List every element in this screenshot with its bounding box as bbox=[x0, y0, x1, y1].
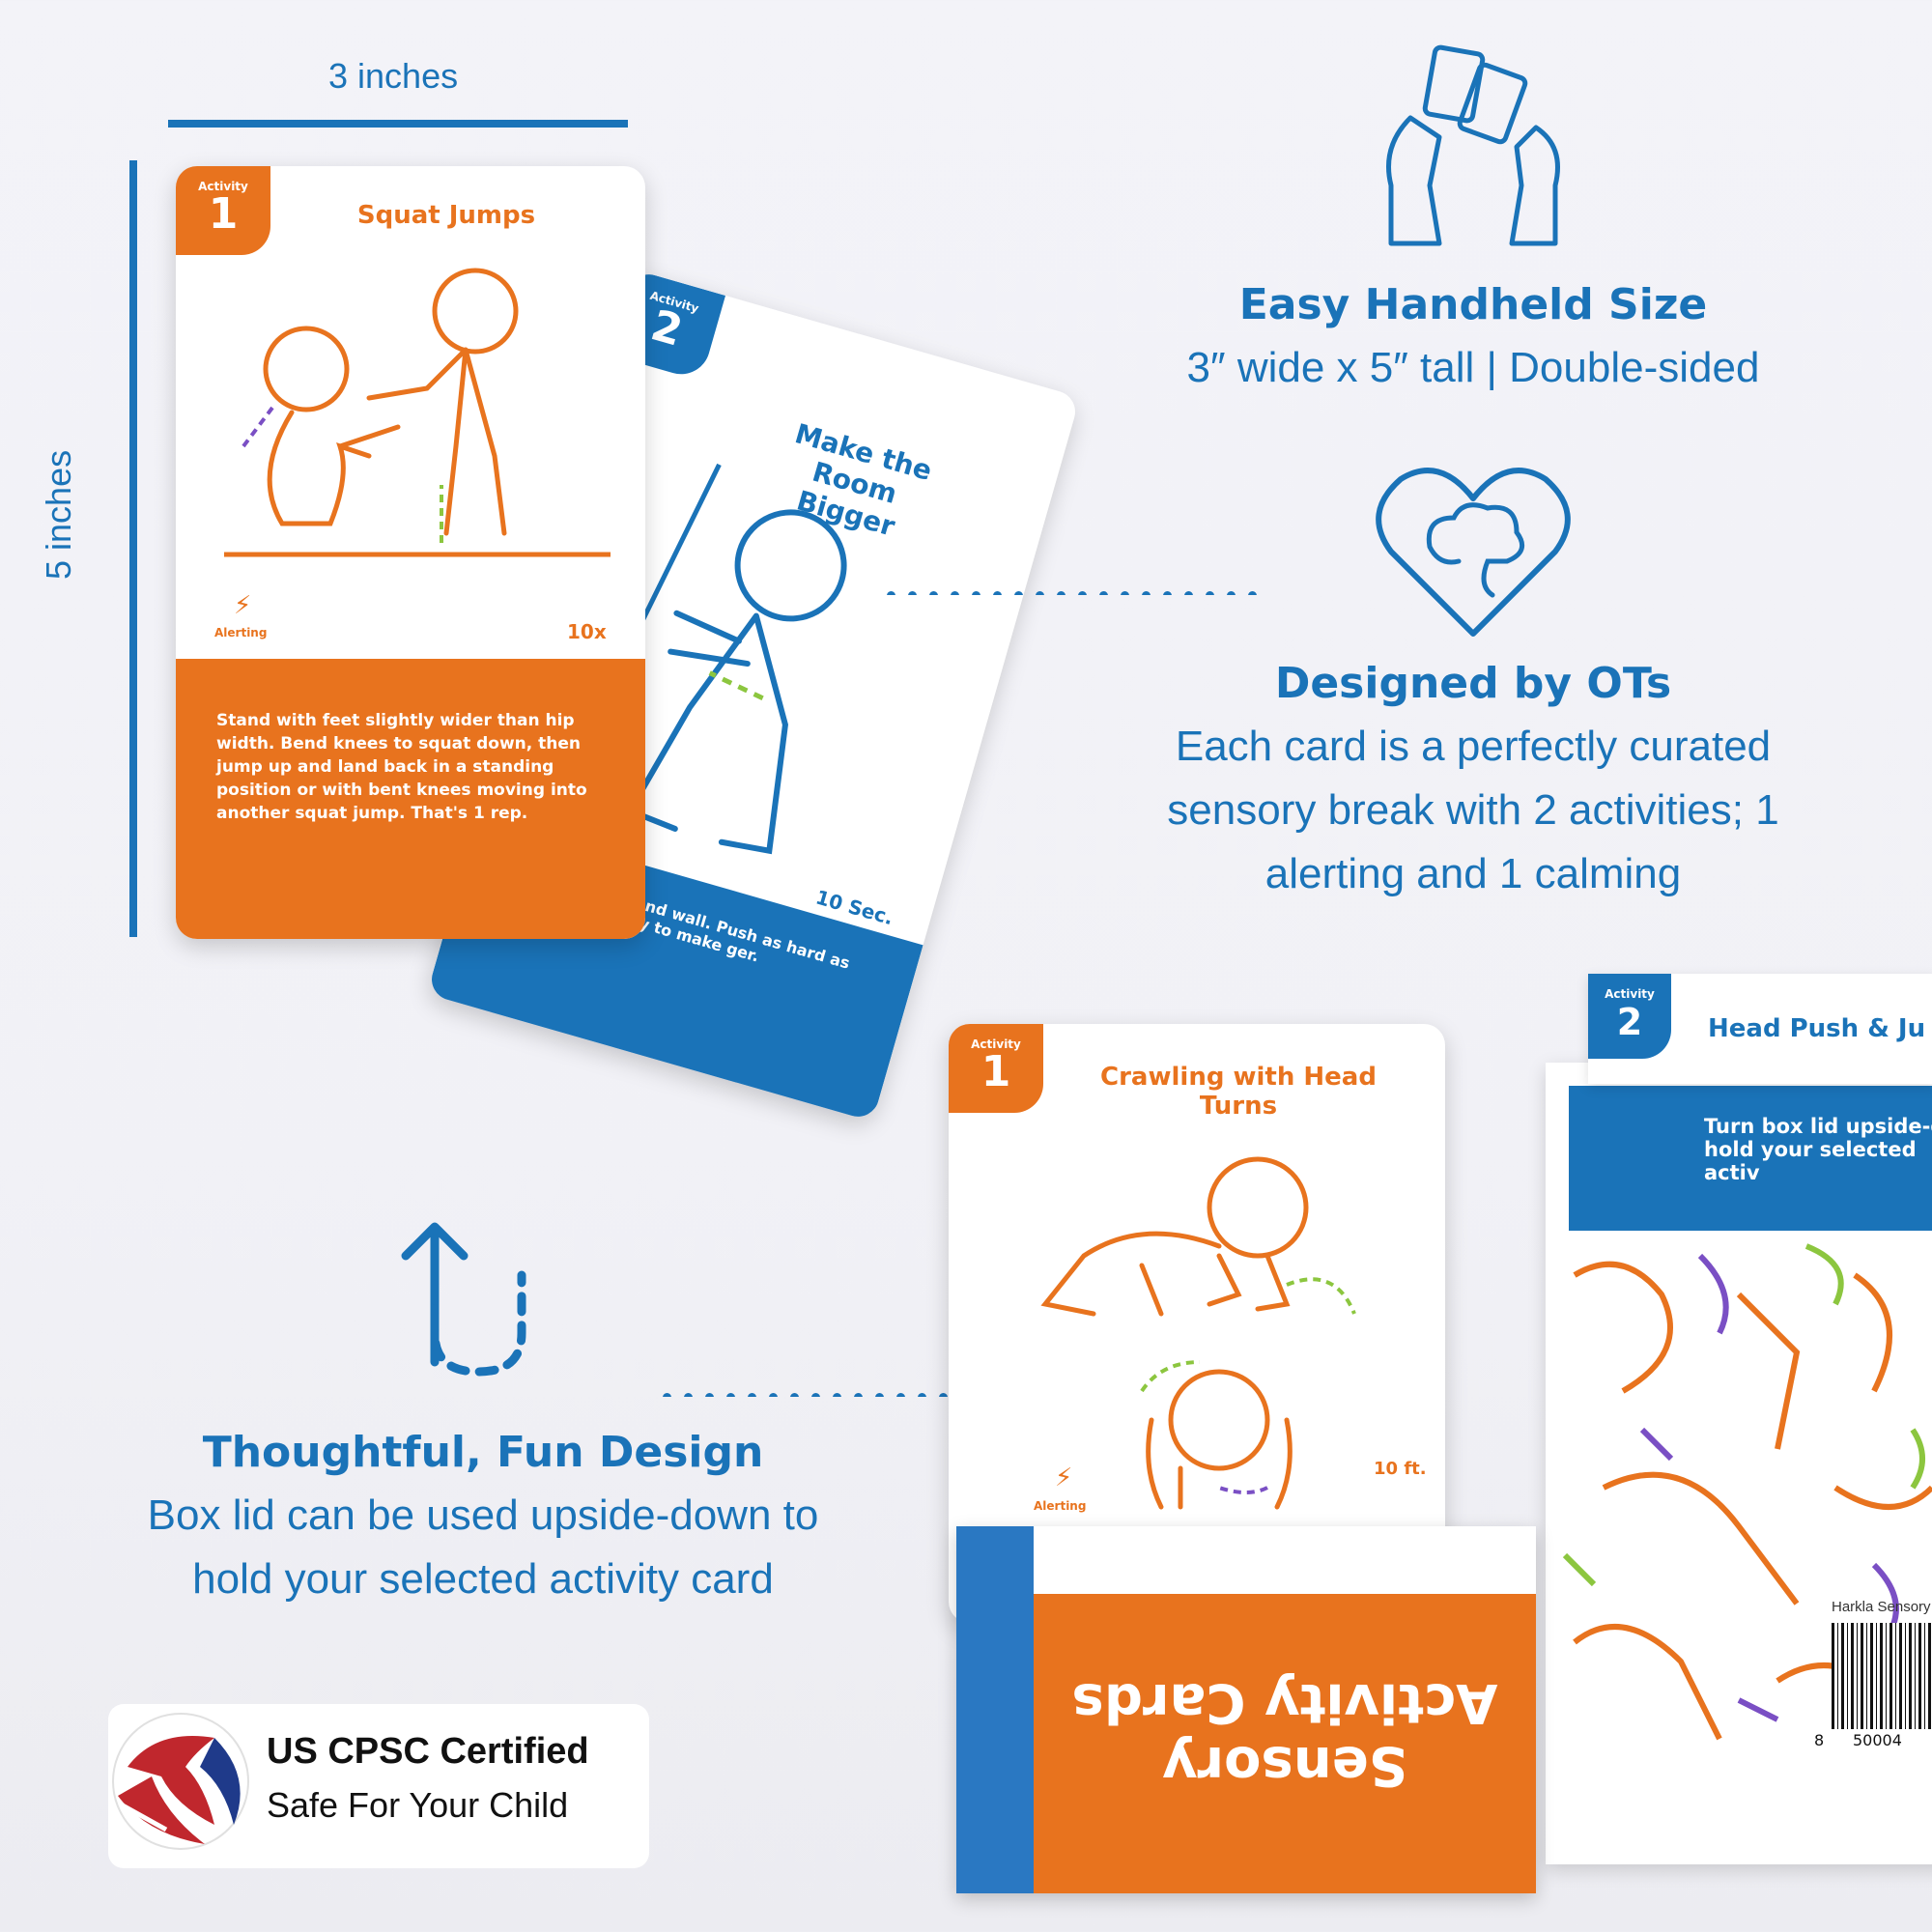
hands-holding-cards-icon bbox=[1386, 44, 1560, 246]
card3-lightning-icon: ⚡ bbox=[1055, 1463, 1073, 1492]
card3-title: Crawling with Head Turns bbox=[1100, 1063, 1377, 1121]
dotted-connector-top bbox=[887, 585, 1273, 595]
box-lid-pattern bbox=[1562, 1243, 1932, 1741]
feature-3-title: Thoughtful, Fun Design bbox=[202, 1428, 764, 1477]
height-dimension-bar bbox=[129, 160, 137, 937]
lightning-icon: ⚡ bbox=[234, 591, 252, 620]
feature-1-text: 3″ wide x 5″ tall | Double-sided bbox=[1186, 344, 1760, 391]
card1-type-label: Alerting bbox=[214, 626, 268, 639]
card3-distance: 10 ft. bbox=[1374, 1459, 1427, 1479]
squat-jump-figure-icon bbox=[224, 268, 611, 557]
card1-reps: 10x bbox=[567, 620, 607, 643]
card3-badge-label: Activity bbox=[971, 1037, 1021, 1051]
card1-badge-number: 1 bbox=[208, 189, 239, 239]
feature-2-title: Designed by OTs bbox=[1274, 659, 1672, 708]
barcode-number: 50004 bbox=[1853, 1731, 1902, 1749]
feature-2-text: Each card is a perfectly curated sensory… bbox=[1167, 723, 1779, 897]
box-top-trim bbox=[956, 1526, 1536, 1594]
cpsc-subtitle: Safe For Your Child bbox=[267, 1785, 569, 1825]
barcode bbox=[1832, 1623, 1932, 1729]
box-lid: Turn box lid upside-d hold your selected… bbox=[1546, 1063, 1932, 1864]
lid-card-badge: Activity 2 bbox=[1588, 974, 1671, 1059]
card-box: Sensory Activity Cards bbox=[956, 1526, 1536, 1893]
card3-type-label: Alerting bbox=[1034, 1499, 1087, 1513]
flip-arrow-icon bbox=[401, 1222, 526, 1377]
cpsc-badge: US CPSC Certified Safe For Your Child bbox=[108, 1704, 649, 1868]
heart-brain-icon bbox=[1376, 468, 1571, 637]
card1-badge-label: Activity bbox=[198, 180, 248, 193]
box-side-blue bbox=[956, 1526, 1034, 1893]
barcode-left-digit: 8 bbox=[1814, 1731, 1825, 1749]
card3-badge-number: 1 bbox=[980, 1047, 1011, 1096]
card1-body-text: Stand with feet slightly wider than hip … bbox=[216, 711, 587, 823]
box-lid-hint: Turn box lid upside-d hold your selected… bbox=[1704, 1115, 1932, 1184]
box-brand-label: Harkla Sensory bbox=[1832, 1599, 1931, 1615]
card1-badge: Activity 1 bbox=[176, 166, 270, 255]
lid-card-badge-number: 2 bbox=[1616, 1001, 1643, 1043]
width-dimension-bar bbox=[168, 120, 628, 128]
card3-badge: Activity 1 bbox=[949, 1024, 1043, 1113]
lid-card-badge-label: Activity bbox=[1605, 987, 1655, 1001]
cpsc-title: US CPSC Certified bbox=[267, 1731, 589, 1772]
lid-activity-card: Activity 2 Head Push & Ju bbox=[1588, 974, 1932, 1084]
width-dimension-label: 3 inches bbox=[328, 56, 459, 96]
box-front-text: Sensory Activity Cards bbox=[1071, 1671, 1498, 1797]
cpsc-eagle-seal-icon bbox=[112, 1713, 249, 1850]
feature-3-text: Box lid can be used upside-down to hold … bbox=[147, 1492, 819, 1603]
box-lid-blue-band: Turn box lid upside-d hold your selected… bbox=[1569, 1086, 1932, 1231]
activity-card-3: Activity 1 Crawling with Head Turns ⚡ Al… bbox=[949, 1024, 1445, 1623]
activity-card-1: Activity 1 Squat Jumps ⚡ Alerting 10x St… bbox=[176, 166, 645, 939]
feature-1-title: Easy Handheld Size bbox=[1238, 280, 1708, 329]
card1-body-panel: Stand with feet slightly wider than hip … bbox=[176, 659, 645, 939]
lid-card-title: Head Push & Ju bbox=[1708, 1014, 1926, 1043]
crawling-figure-icon bbox=[1040, 1156, 1356, 1510]
card1-title: Squat Jumps bbox=[356, 201, 536, 230]
height-dimension-label: 5 inches bbox=[39, 449, 78, 580]
